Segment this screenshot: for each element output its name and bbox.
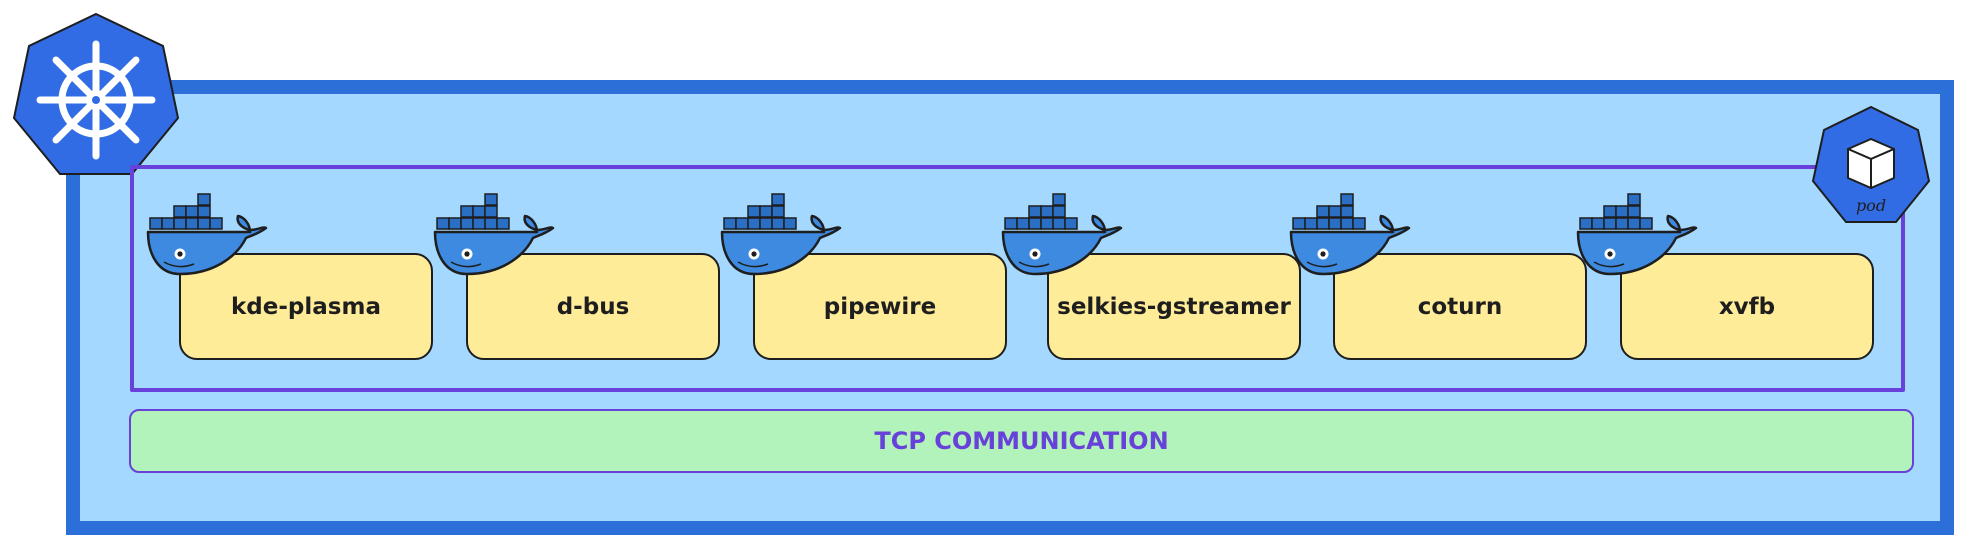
pod-icon: pod <box>1811 105 1931 223</box>
pod-boundary <box>130 165 1905 392</box>
docker-whale-icon <box>1001 192 1123 276</box>
container-pipewire: pipewire <box>753 253 1007 360</box>
container-d-bus: d-bus <box>466 253 720 360</box>
docker-whale-icon <box>146 192 268 276</box>
container-selkies-gstreamer: selkies-gstreamer <box>1047 253 1301 360</box>
container-xvfb: xvfb <box>1620 253 1874 360</box>
tcp-communication-bar: TCP COMMUNICATION <box>129 409 1914 473</box>
docker-whale-icon <box>1576 192 1698 276</box>
container-kde-plasma: kde-plasma <box>179 253 433 360</box>
kubernetes-icon <box>12 12 180 175</box>
pod-label: pod <box>1856 196 1886 215</box>
docker-whale-icon <box>433 192 555 276</box>
container-coturn: coturn <box>1333 253 1587 360</box>
docker-whale-icon <box>1289 192 1411 276</box>
docker-whale-icon <box>720 192 842 276</box>
